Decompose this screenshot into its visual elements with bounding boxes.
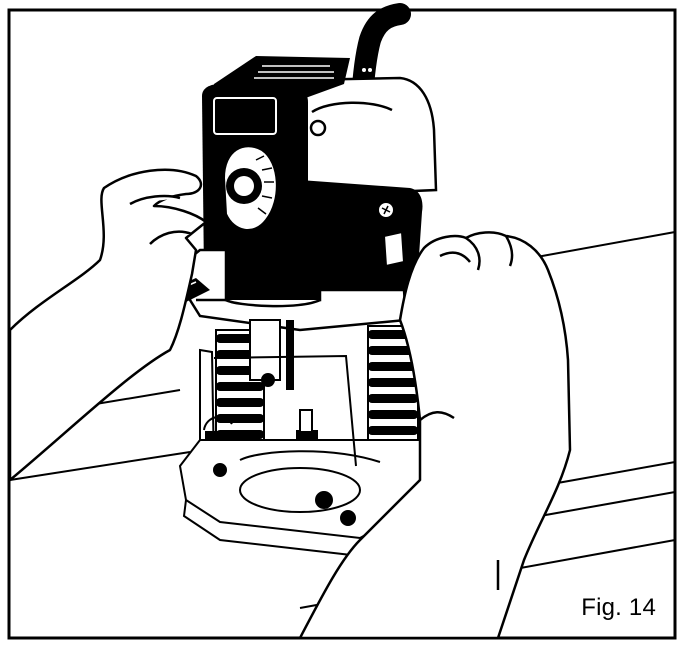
figure-caption: Fig. 14 [581,594,656,621]
router-base-collar [188,248,408,332]
left-hand-icon [8,168,208,482]
depth-adjust-knob-icon [222,145,278,231]
motor-housing-rear [298,76,438,198]
right-hand-icon [298,231,572,640]
motor-body [202,84,423,300]
